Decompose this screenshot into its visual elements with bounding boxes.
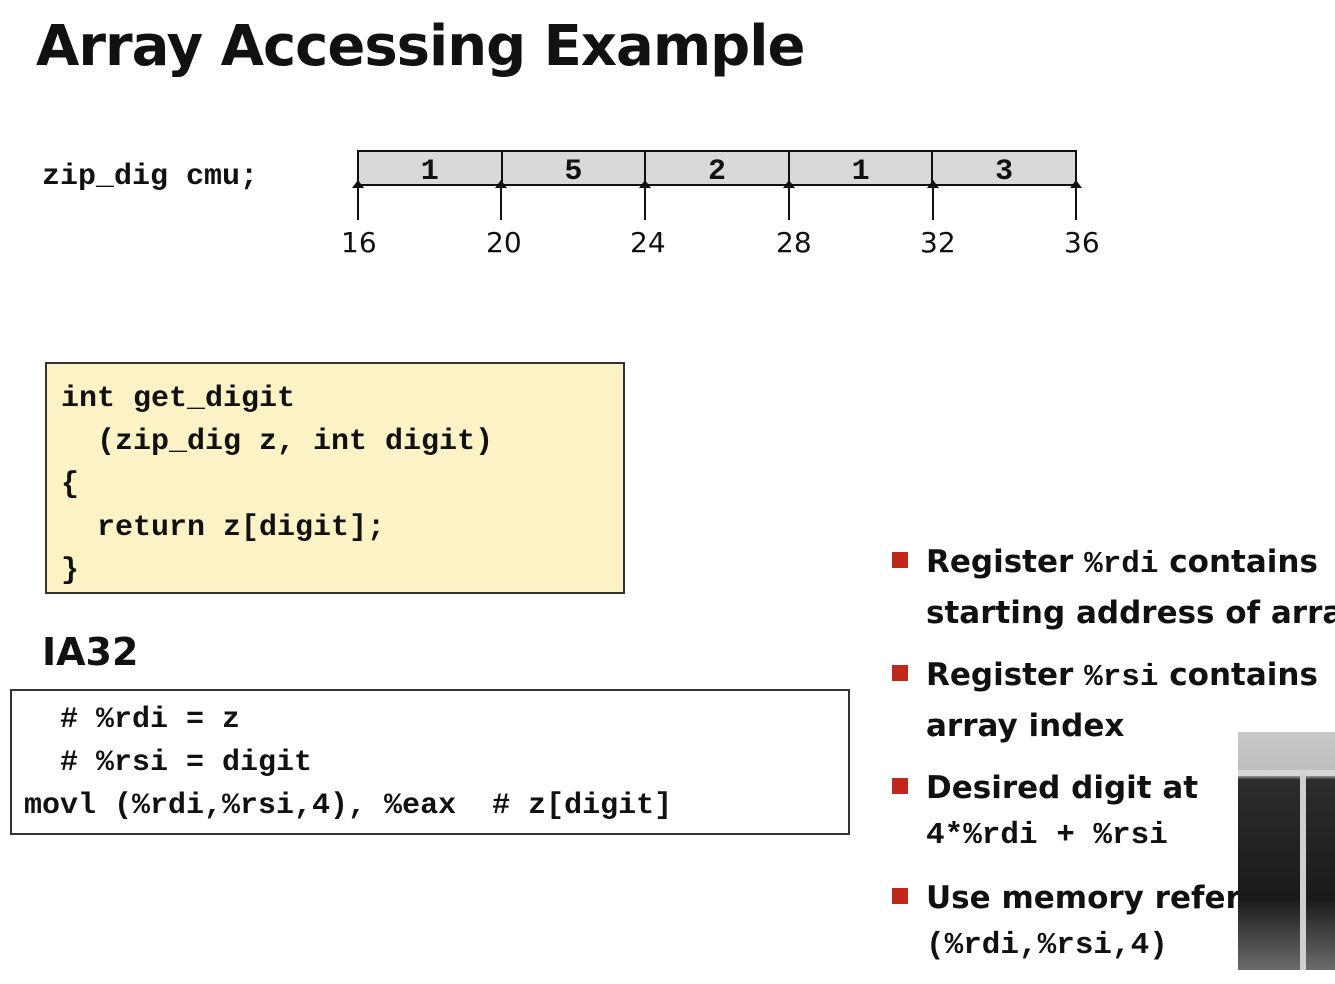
bullet-text: Desired digit at	[926, 770, 1199, 806]
video-rail	[1238, 770, 1335, 776]
address-tick	[639, 180, 651, 220]
address-tick	[352, 180, 364, 220]
bullet-text: Register	[926, 544, 1085, 580]
address-tick	[495, 180, 507, 220]
array-cell: 3	[931, 152, 1075, 186]
address-label: 32	[920, 226, 956, 259]
bullet-item: Register %rdi contains starting address …	[888, 538, 1335, 637]
array-cell: 5	[500, 152, 645, 186]
assembly-box: # %rdi = z # %rsi = digit movl (%rdi,%rs…	[10, 689, 850, 835]
asm-line: # %rdi = z	[24, 703, 241, 737]
bullet-code: 4*%rdi + %rsi	[926, 818, 1168, 853]
bullet-text: contains	[1158, 657, 1318, 693]
code-line: }	[61, 554, 80, 588]
asm-line: movl (%rdi,%rsi,4), %eax # z[digit]	[24, 789, 673, 823]
bullet-item: Desired digit at 4*%rdi + %rsi	[888, 764, 1335, 860]
address-label: 36	[1064, 226, 1100, 259]
array-cell: 2	[644, 152, 788, 186]
bullet-code: %rdi	[1084, 547, 1159, 582]
array-cell: 1	[420, 155, 439, 186]
bullet-text: Register	[926, 657, 1085, 693]
bullet-item: Register %rsi contains array index	[888, 651, 1335, 750]
bullet-square-icon	[892, 665, 908, 681]
bullet-square-icon	[892, 778, 908, 794]
code-line: (zip_dig z, int digit)	[61, 425, 494, 459]
array-diagram: 1 5 2 1 3	[357, 150, 1077, 186]
bullet-list: Register %rdi contains starting address …	[888, 538, 1335, 984]
code-line: {	[61, 468, 80, 502]
bullet-line2: starting address of array	[926, 595, 1335, 631]
bullet-text: contains	[1158, 544, 1318, 580]
bullet-square-icon	[892, 552, 908, 568]
address-label: 16	[341, 226, 377, 259]
address-tick	[927, 180, 939, 220]
address-label: 24	[630, 226, 666, 259]
array-cell: 1	[787, 152, 932, 186]
address-tick	[1070, 180, 1082, 220]
presenter-video-overlay	[1238, 732, 1335, 970]
asm-line: # %rsi = digit	[24, 746, 313, 780]
video-post	[1300, 774, 1306, 970]
bullet-line2: array index	[926, 708, 1125, 744]
address-label: 20	[486, 226, 522, 259]
address-label: 28	[776, 226, 812, 259]
section-label: IA32	[42, 630, 139, 674]
address-tick	[783, 180, 795, 220]
c-code-box: int get_digit (zip_dig z, int digit) { r…	[45, 362, 625, 594]
bullet-square-icon	[892, 888, 908, 904]
code-line: int get_digit	[61, 382, 296, 416]
array-declaration: zip_dig cmu;	[42, 160, 259, 194]
bullet-code: (%rdi,%rsi,4)	[926, 928, 1168, 963]
bullet-code: %rsi	[1084, 660, 1159, 695]
slide-title: Array Accessing Example	[36, 14, 805, 79]
code-line: return z[digit];	[61, 511, 386, 545]
